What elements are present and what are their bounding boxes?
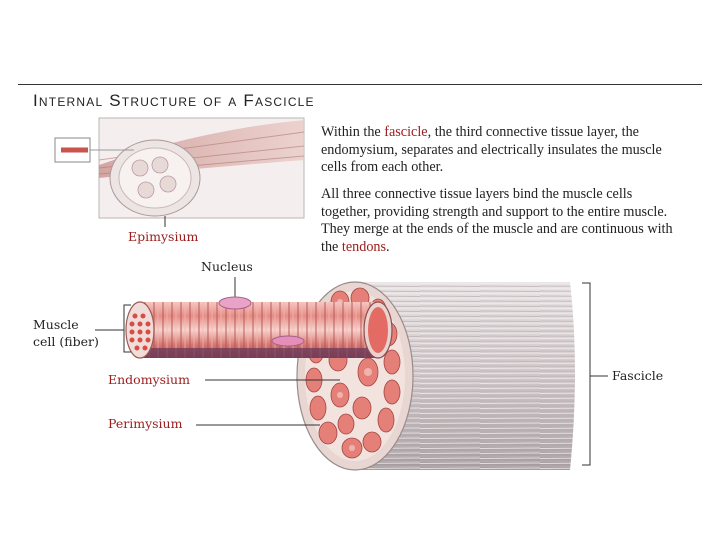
muscle-cell-label-line1: Muscle	[33, 317, 79, 332]
endomysium-label: Endomysium	[108, 372, 190, 387]
perimysium-label: Perimysium	[108, 416, 182, 431]
fascicle-bracket	[582, 283, 590, 465]
nucleus-shape	[219, 297, 251, 309]
nucleus-label: Nucleus	[201, 259, 253, 274]
muscle-fiber	[126, 297, 392, 358]
muscle-overview-thumbnail	[55, 118, 304, 218]
fascicle-label: Fascicle	[612, 368, 663, 383]
epimysium-label: Epimysium	[128, 229, 198, 244]
muscle-cell-label-line2: cell (fiber)	[33, 334, 99, 349]
